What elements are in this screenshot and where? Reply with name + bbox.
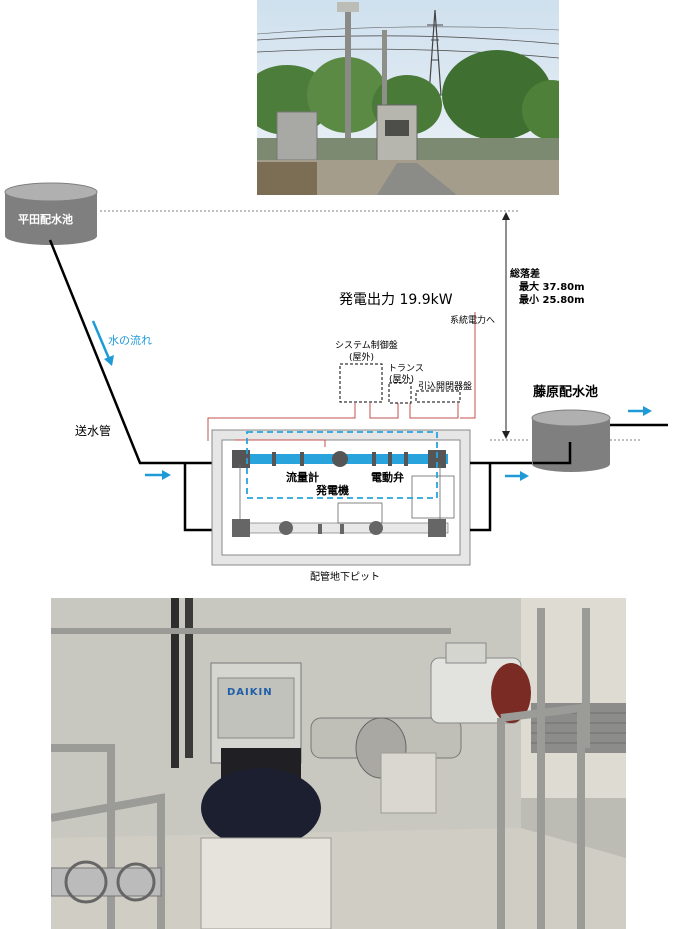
water-flow-label: 水の流れ [108, 334, 152, 347]
flow-meter-label: 流量計 [286, 471, 319, 484]
transformer-label: トランス [388, 364, 424, 374]
output-label: 発電出力 19.9kW [339, 292, 453, 308]
system-panel-sub-label: (屋外) [349, 353, 375, 363]
switchgear-panel [415, 390, 461, 403]
motor-valve-label: 電動弁 [371, 471, 404, 484]
system-panel-label: システム制御盤 [335, 341, 398, 351]
transformer-sub-label: (屋外) [389, 375, 415, 385]
supply-pipe-label: 送水管 [75, 424, 112, 438]
head-min-label: 最小 25.80m [519, 295, 585, 306]
head-max-label: 最大 37.80m [519, 282, 585, 293]
head-title-label: 総落差 [510, 269, 540, 280]
switchgear-label: 引込開閉器盤 [418, 382, 473, 392]
hirata-reservoir-label: 平田配水池 [18, 213, 73, 226]
brand-logo: DAIKIN [227, 687, 273, 698]
system-diagram [4, 182, 668, 566]
hirata-reservoir [4, 182, 98, 245]
fujiwara-reservoir-label: 藤原配水池 [533, 385, 599, 400]
system-control-panel [339, 363, 383, 403]
transformer [388, 382, 412, 404]
supply-pipe [48, 239, 215, 465]
water-flow-arrow [91, 320, 112, 362]
facility-exterior-photo [257, 0, 559, 195]
generator-label: 発電機 [316, 484, 349, 497]
generator-unit-boundary [246, 431, 438, 499]
pit-label: 配管地下ピット [310, 572, 380, 583]
grid-power-label: 系統電力へ [450, 316, 496, 326]
pit-equipment-photo: DAIKIN [51, 598, 626, 929]
